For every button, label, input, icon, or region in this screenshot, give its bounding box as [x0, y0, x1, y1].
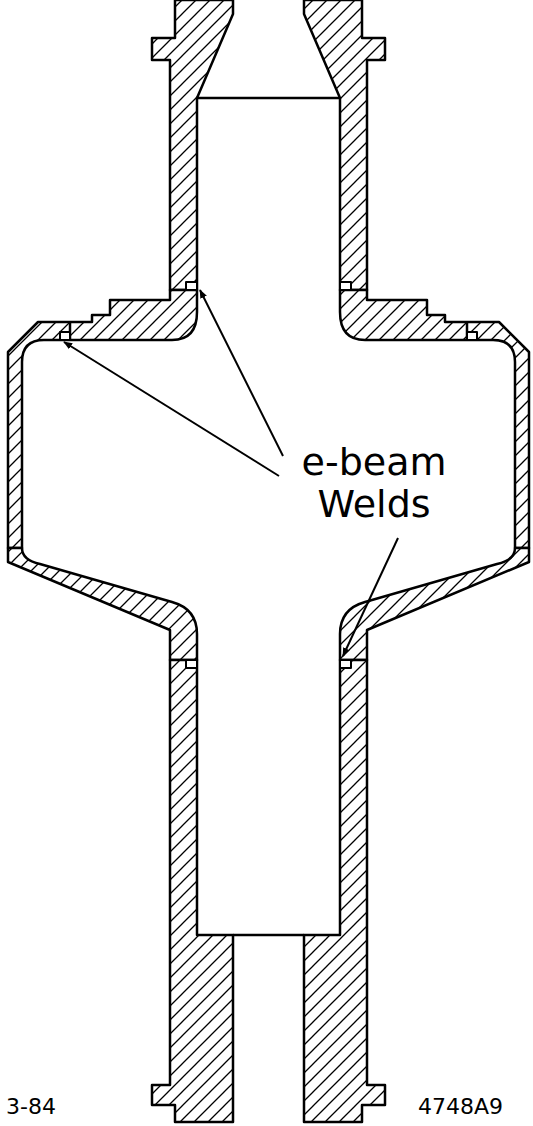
left-half — [8, 0, 233, 1122]
weld-callout-holder: e-beam Welds — [285, 442, 463, 526]
figure-number: 4748A9 — [418, 1094, 503, 1120]
right-half — [304, 0, 529, 1122]
date-code: 3-84 — [6, 1094, 56, 1120]
date-code-holder: 3-84 — [6, 1094, 56, 1120]
figure-number-holder: 4748A9 — [418, 1094, 503, 1120]
weld-callout: e-beam Welds — [285, 442, 463, 526]
